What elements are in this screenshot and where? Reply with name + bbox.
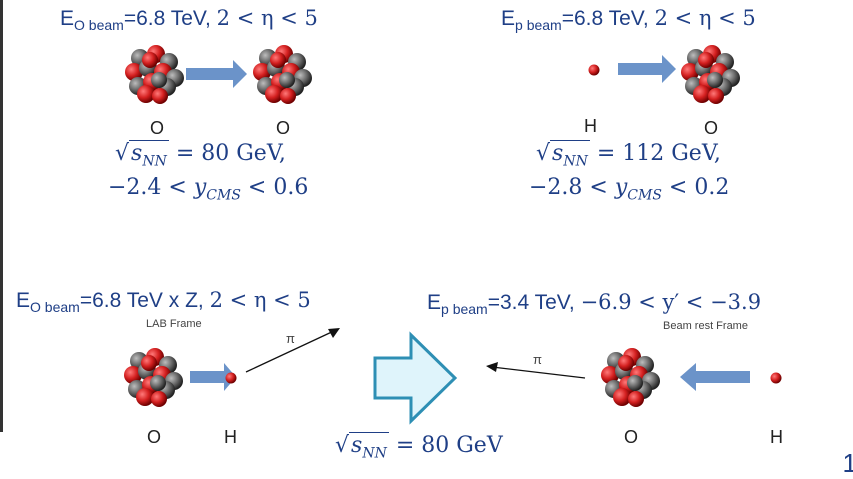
frame-label: LAB Frame bbox=[146, 318, 202, 330]
sqrt-snn-formula: √sNN = 112 GeV, bbox=[536, 140, 721, 170]
beam-energy-label: Ep beam=6.8 TeV, 2 < η < 5 bbox=[501, 6, 756, 33]
arrowhead-icon bbox=[328, 328, 340, 338]
particle-label: O bbox=[147, 427, 162, 447]
beam-arrow-icon bbox=[680, 363, 750, 391]
page-number: 1 bbox=[842, 448, 853, 478]
sqrt-snn-formula: √sNN = 80 GeV, bbox=[115, 140, 286, 170]
proton-icon bbox=[770, 372, 782, 384]
particle-label: H bbox=[224, 427, 237, 447]
pion-track-line bbox=[245, 329, 337, 373]
beam-energy-label: Ep beam=3.4 TeV, −6.9 < y′ < −3.9 bbox=[427, 290, 762, 317]
left-border-line bbox=[0, 0, 3, 432]
particle-label: O bbox=[150, 118, 165, 138]
rapidity-range: −2.4 < yCMS < 0.6 bbox=[108, 175, 309, 204]
proton-icon bbox=[225, 372, 237, 384]
oxygen-nucleus-icon bbox=[601, 348, 660, 407]
oxygen-nucleus-icon bbox=[253, 45, 312, 104]
particle-label: H bbox=[584, 116, 597, 136]
beam-arrow-icon bbox=[618, 55, 676, 83]
oxygen-nucleus-icon bbox=[681, 45, 740, 104]
pion-track-line bbox=[491, 366, 586, 379]
frame-label: Beam rest Frame bbox=[663, 320, 748, 332]
sqrt-snn-formula: √sNN = 80 GeV bbox=[335, 432, 503, 462]
transform-arrow-icon bbox=[373, 331, 458, 425]
beam-energy-label: EO beam=6.8 TeV, 2 < η < 5 bbox=[60, 6, 318, 33]
diagram-graphics bbox=[124, 45, 782, 425]
particle-label: O bbox=[276, 118, 291, 138]
pion-label: π bbox=[533, 352, 542, 367]
rapidity-range: −2.8 < yCMS < 0.2 bbox=[529, 175, 730, 204]
pion-label: π bbox=[286, 331, 295, 346]
proton-icon bbox=[588, 64, 600, 76]
beam-energy-label: EO beam=6.8 TeV x Z, 2 < η < 5 bbox=[16, 288, 311, 315]
oxygen-nucleus-icon bbox=[124, 348, 183, 407]
particle-label: O bbox=[624, 427, 639, 447]
oxygen-nucleus-icon bbox=[125, 45, 184, 104]
beam-arrow-icon bbox=[186, 60, 247, 88]
particle-label: H bbox=[770, 427, 783, 447]
beam-arrow-icon bbox=[190, 363, 236, 391]
particle-label: O bbox=[704, 118, 719, 138]
arrowhead-icon bbox=[486, 362, 498, 372]
